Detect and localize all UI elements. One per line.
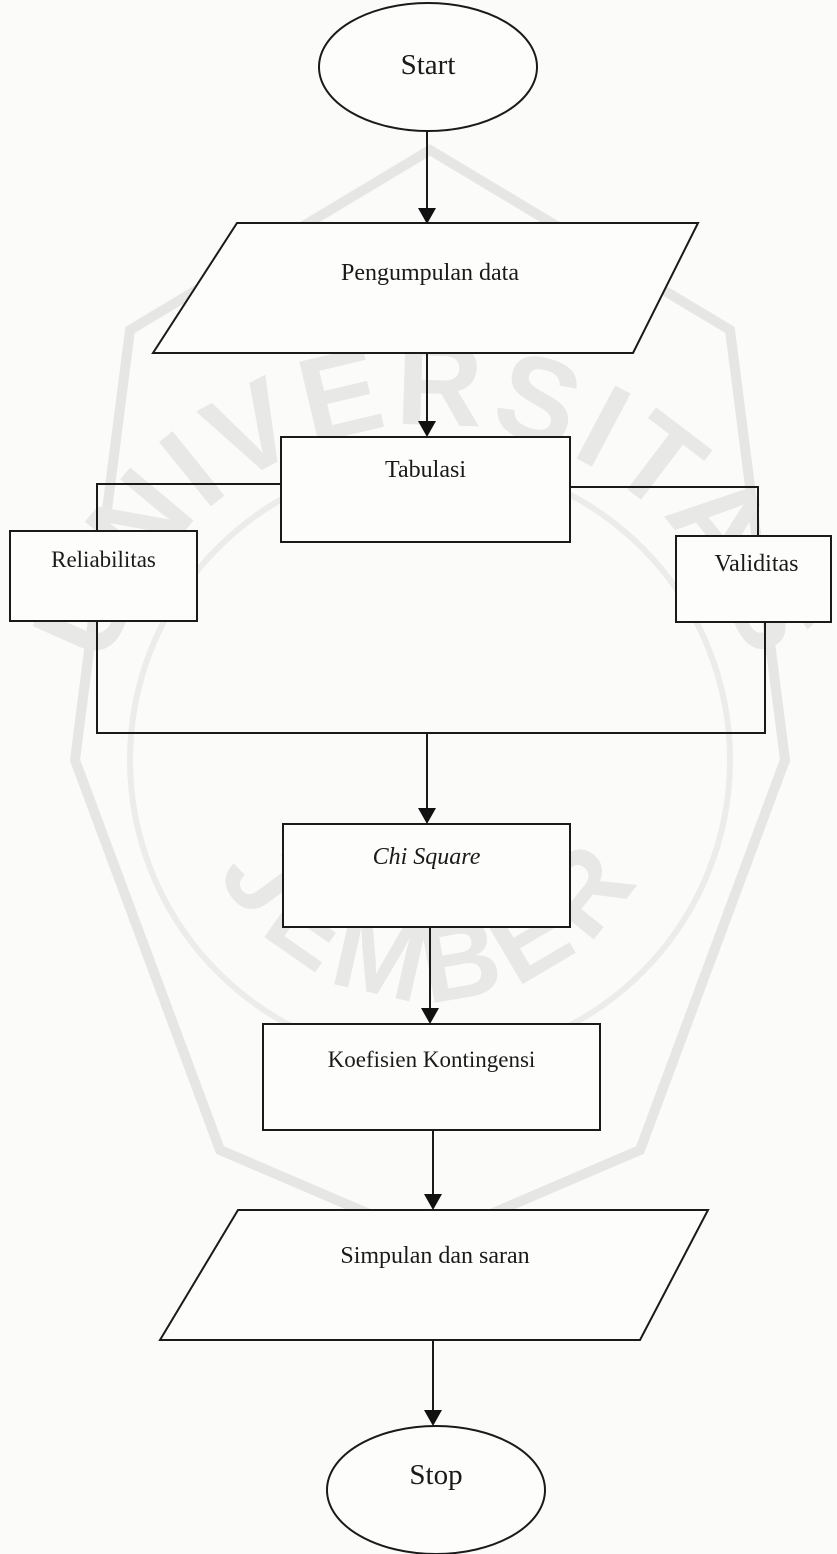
simpulan-parallelogram xyxy=(158,1209,710,1341)
validitas-label: Validitas xyxy=(714,550,799,577)
arrowhead-koefisien xyxy=(421,1008,439,1024)
connector-tabulasi-to-validitas xyxy=(570,486,759,536)
start-label: Start xyxy=(400,48,456,81)
pengumpulan-parallelogram xyxy=(151,222,700,354)
chi-square-label: Chi Square xyxy=(372,843,481,870)
chi-square-box xyxy=(282,823,571,928)
arrowhead-tabulasi xyxy=(418,421,436,437)
arrowhead-stop xyxy=(424,1410,442,1426)
validitas-box xyxy=(675,535,832,623)
connector-merge xyxy=(96,621,766,734)
tabulasi-box xyxy=(280,436,571,543)
reliabilitas-label: Reliabilitas xyxy=(51,547,156,572)
koefisien-label: Koefisien Kontingensi xyxy=(327,1047,536,1072)
tabulasi-label: Tabulasi xyxy=(385,456,466,483)
koefisien-box xyxy=(262,1023,601,1131)
simpulan-label: Simpulan dan saran xyxy=(340,1242,530,1269)
arrowhead-pengumpulan xyxy=(418,208,436,224)
arrowhead-simpulan xyxy=(424,1194,442,1210)
pengumpulan-label: Pengumpulan data xyxy=(341,259,519,286)
connector-tabulasi-to-reliabilitas xyxy=(96,483,281,531)
stop-terminator xyxy=(326,1425,546,1554)
stop-label: Stop xyxy=(409,1458,463,1491)
reliabilitas-box xyxy=(9,530,198,622)
arrowhead-chi-square xyxy=(418,808,436,824)
